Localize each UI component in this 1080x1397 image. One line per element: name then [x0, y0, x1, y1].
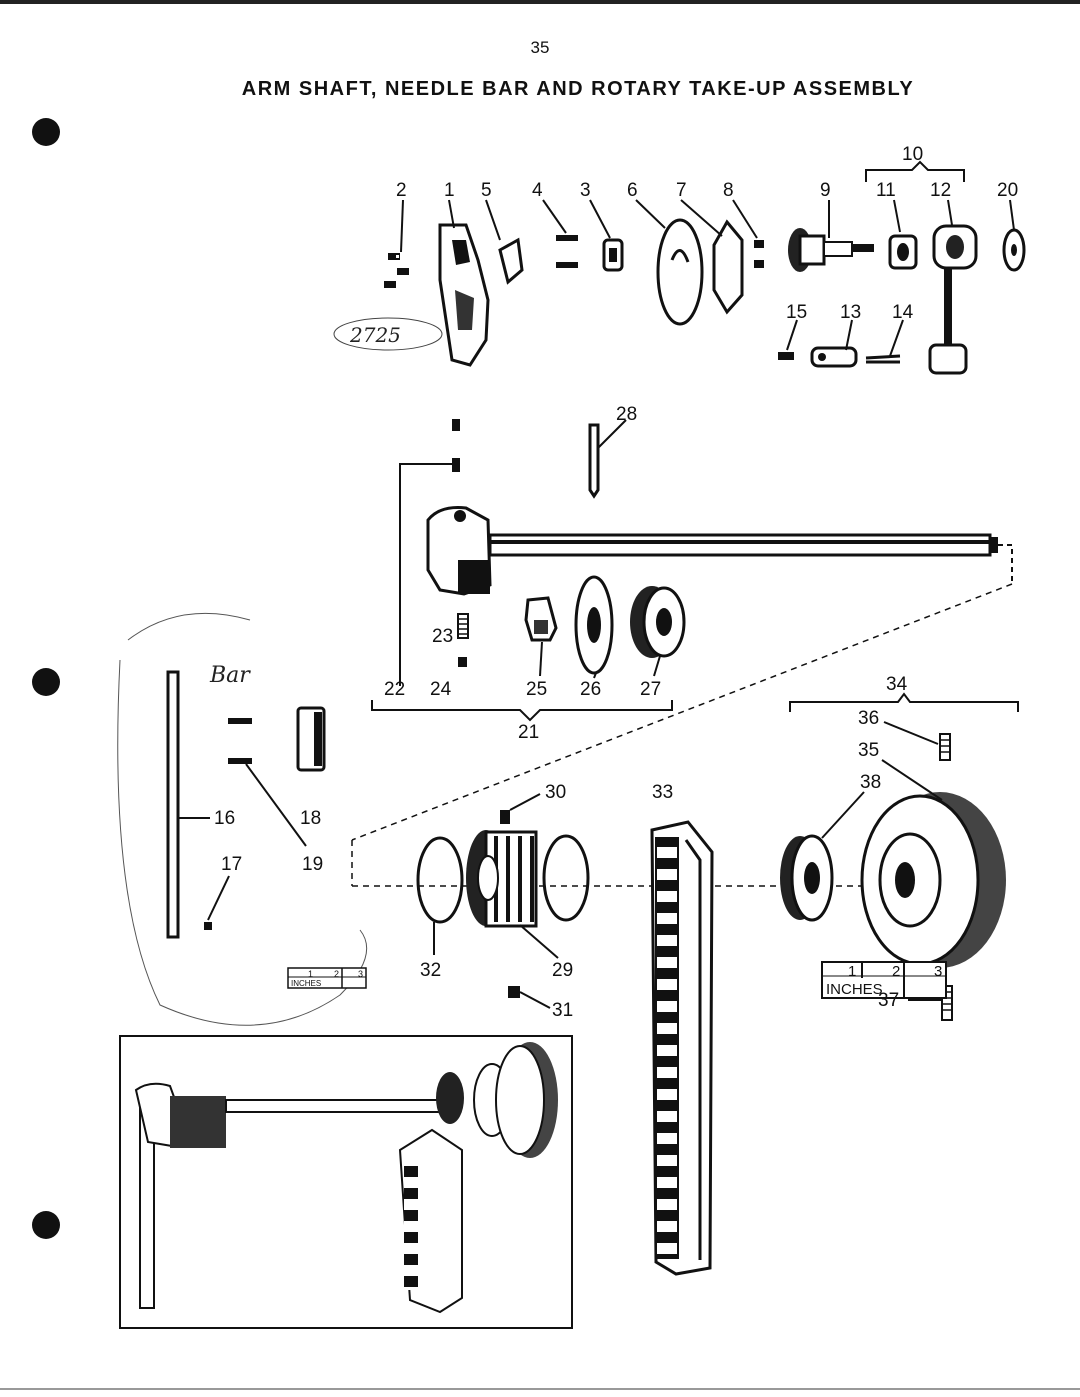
part-26-cam — [574, 575, 614, 675]
handwritten-ellipse — [333, 317, 443, 351]
callout-5: 5 — [481, 180, 492, 201]
callout-27: 27 — [640, 679, 661, 700]
binding-hole-3 — [32, 1211, 60, 1239]
callout-33: 33 — [652, 782, 673, 803]
part-7-plate — [712, 219, 744, 315]
callout-26: 26 — [580, 679, 601, 700]
callout-28: 28 — [616, 404, 637, 425]
part-14-pin — [865, 354, 901, 364]
ring-right — [542, 834, 590, 922]
callout-12: 12 — [930, 180, 951, 201]
scale-small-mark-1: 1 — [308, 969, 313, 979]
callout-14: 14 — [892, 302, 914, 323]
part-3-nut — [602, 238, 624, 272]
set-screw-top — [452, 419, 460, 431]
part-30-screw — [500, 810, 510, 824]
part-15-screw — [778, 352, 794, 360]
callout-1: 1 — [444, 180, 455, 201]
callout-17: 17 — [221, 854, 242, 875]
callout-34: 34 — [886, 674, 908, 695]
part-5-plate — [498, 237, 524, 285]
scale-ruler-large: 1 2 3 INCHES — [821, 961, 947, 999]
callout-37: 37 — [878, 990, 899, 1011]
callout-8: 8 — [723, 180, 734, 201]
binding-hole-1 — [32, 118, 60, 146]
callout-29: 29 — [552, 960, 573, 981]
page-title: ARM SHAFT, NEEDLE BAR AND ROTARY TAKE-UP… — [241, 78, 915, 100]
callout-25: 25 — [526, 679, 547, 700]
binding-hole-2 — [32, 668, 60, 696]
part-16-needle-bar — [166, 670, 180, 939]
callout-2: 2 — [396, 180, 407, 201]
callout-16: 16 — [214, 808, 235, 829]
callout-7: 7 — [676, 180, 687, 201]
callout-15: 15 — [786, 302, 807, 323]
callout-38: 38 — [860, 772, 881, 793]
callout-30: 30 — [545, 782, 566, 803]
page-number: 35 — [530, 38, 550, 57]
part-13-stud — [810, 346, 858, 368]
part-1-lever — [438, 223, 490, 367]
part-29-sprocket — [466, 830, 538, 928]
callout-11: 11 — [876, 180, 896, 201]
part-8-screws — [754, 240, 764, 268]
arm-shaft — [426, 506, 998, 596]
scale-small-mark-3: 3 — [358, 969, 363, 979]
part-18-guide — [296, 706, 326, 772]
part-12-link — [928, 224, 978, 375]
part-24-screw — [458, 657, 467, 667]
part-4-screws — [556, 235, 578, 268]
part-19-screws — [228, 718, 252, 764]
callout-23: 23 — [432, 626, 453, 647]
callout-31: 31 — [552, 1000, 573, 1021]
scale-small-mark-2: 2 — [334, 969, 339, 979]
part-20-washer — [1002, 228, 1026, 272]
callout-4: 4 — [532, 180, 543, 201]
scale-large-unit: INCHES — [826, 981, 883, 998]
part-6-disc — [656, 218, 704, 326]
callout-21: 21 — [518, 722, 539, 743]
scale-large-mark-2: 2 — [892, 963, 900, 980]
handwritten-note-bar: Bar — [209, 663, 251, 688]
part-33-belt — [650, 820, 714, 1276]
callout-10: 10 — [902, 144, 923, 165]
part-28-pin — [588, 423, 600, 499]
scale-large-mark-3: 3 — [934, 963, 942, 980]
callout-18: 18 — [300, 808, 321, 829]
callout-20: 20 — [997, 180, 1018, 201]
part-38-bearing — [780, 834, 834, 922]
assembly-inset — [119, 1035, 573, 1329]
part-36-screw — [939, 733, 951, 761]
callout-32: 32 — [420, 960, 441, 981]
part-2-screws — [384, 253, 409, 288]
callout-9: 9 — [820, 180, 831, 201]
part-9-hub — [788, 228, 874, 272]
part-27-bearing — [630, 586, 686, 658]
callout-13: 13 — [840, 302, 861, 323]
part-23-screw — [457, 613, 469, 639]
callout-22: 22 — [384, 679, 405, 700]
callout-35: 35 — [858, 740, 879, 761]
scale-large-mark-1: 1 — [848, 963, 856, 980]
part-11-bushing — [888, 234, 918, 270]
handwritten-note-2725: 2725 — [349, 323, 401, 347]
callout-6: 6 — [627, 180, 638, 201]
callout-3: 3 — [580, 180, 591, 201]
part-35-handwheel — [860, 792, 1006, 968]
part-31-screw — [508, 986, 520, 998]
part-25-collar — [524, 596, 558, 642]
callout-19: 19 — [302, 854, 323, 875]
scale-ruler-small: 1 2 3 INCHES — [287, 967, 367, 989]
part-32-ring — [416, 836, 464, 924]
top-rule — [0, 0, 1080, 4]
part-17-screw — [204, 922, 212, 930]
callout-36: 36 — [858, 708, 879, 729]
scale-small-unit: INCHES — [291, 979, 321, 988]
bottom-rule — [0, 1388, 1080, 1390]
callout-24: 24 — [430, 679, 452, 700]
